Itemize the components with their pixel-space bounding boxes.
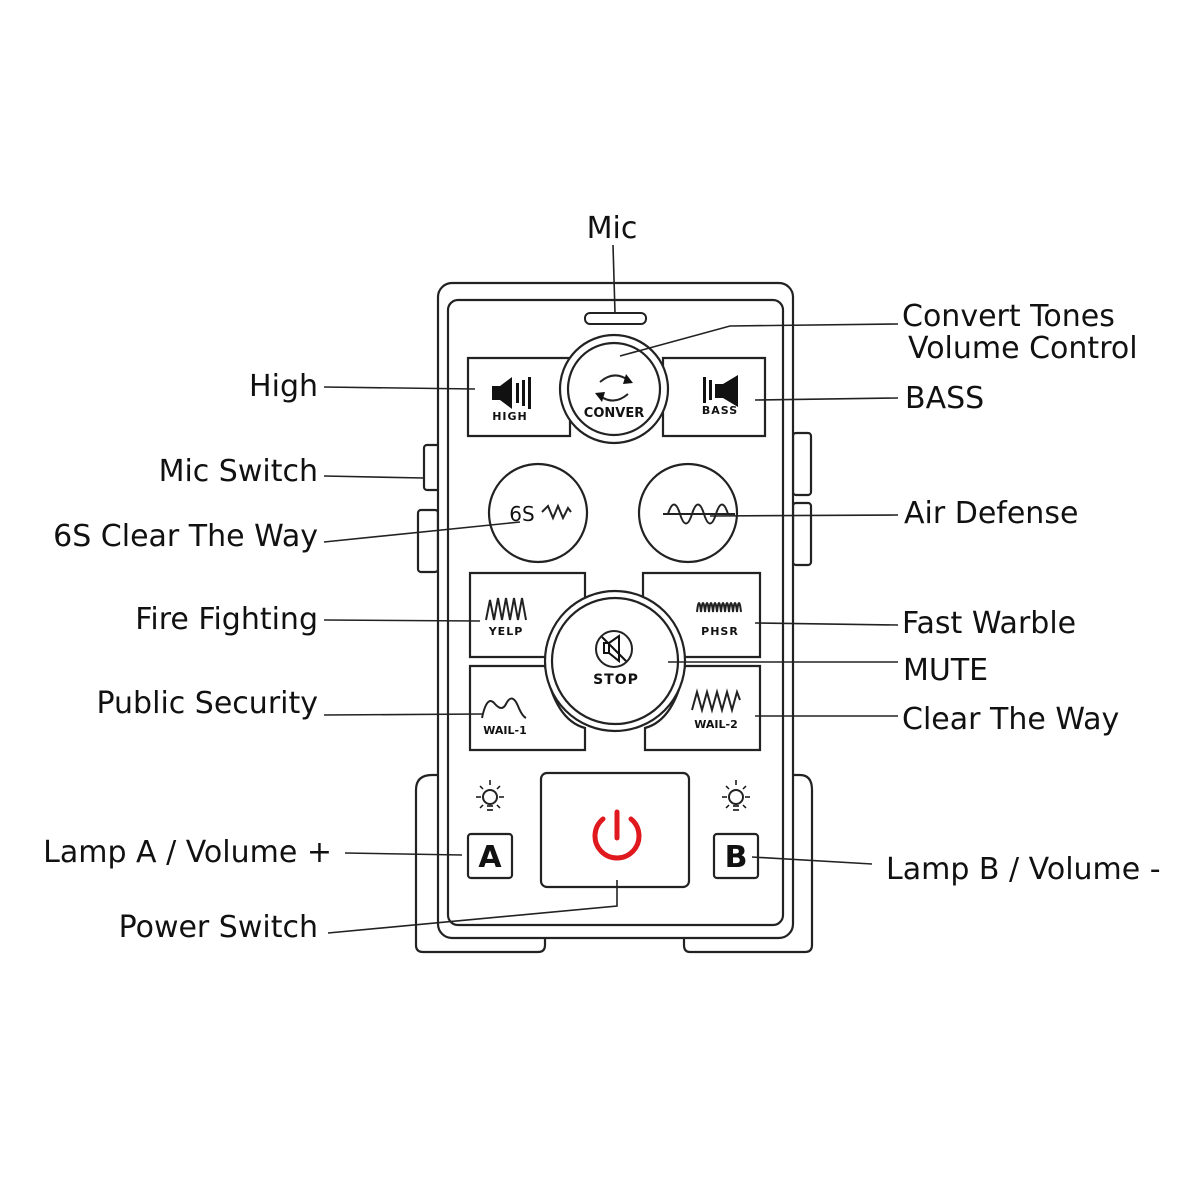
label-fire-fighting: Fire Fighting	[135, 602, 318, 637]
side-button-right-lower[interactable]	[791, 501, 813, 567]
side-button-left-lower[interactable]	[416, 508, 440, 574]
label-bass: BASS	[905, 381, 984, 416]
wail2-button-label: WAIL-2	[694, 718, 737, 731]
stop-button[interactable]: STOP	[543, 589, 687, 733]
mute-speaker-icon	[595, 630, 633, 668]
power-button[interactable]	[539, 771, 691, 889]
leader-lines	[323, 244, 899, 934]
wave-icon	[663, 503, 735, 525]
high-button-label: HIGH	[492, 410, 528, 423]
speaker-icon	[703, 375, 738, 407]
phsr-button-label: PHSR	[701, 625, 739, 638]
wave-icon	[541, 503, 572, 521]
wail1-button[interactable]: WAIL-1	[468, 664, 587, 752]
lamp-a-button-label: A	[478, 840, 502, 875]
yelp-wave-icon	[485, 597, 527, 621]
bass-button[interactable]: BASS	[661, 356, 767, 438]
wail2-wave-icon	[691, 688, 741, 714]
label-public-security: Public Security	[96, 686, 318, 721]
conver-button-label: CONVER	[584, 406, 644, 421]
light-bulb-icon	[476, 780, 504, 811]
mic-slot	[584, 312, 647, 325]
bass-button-label: BASS	[702, 404, 738, 417]
power-icon	[592, 809, 642, 861]
label-mic: Mic	[587, 211, 638, 246]
air-defense-button[interactable]	[637, 462, 739, 564]
lamp-a-button[interactable]: A	[466, 832, 514, 880]
label-fast-warble: Fast Warble	[902, 606, 1076, 641]
label-power-switch: Power Switch	[119, 910, 318, 945]
lamp-b-button[interactable]: B	[712, 832, 760, 880]
yelp-button-label: YELP	[488, 625, 524, 638]
phsr-wave-icon	[696, 602, 742, 613]
label-volume-control: Volume Control	[908, 331, 1138, 366]
lamp-a-group: A	[466, 780, 514, 880]
cycle-arrows-icon	[595, 374, 633, 402]
stop-button-label: STOP	[593, 672, 639, 688]
conver-button[interactable]: CONVER	[558, 333, 670, 445]
light-bulb-icon	[722, 780, 750, 811]
label-air-defense: Air Defense	[904, 496, 1078, 531]
lamp-b-button-label: B	[725, 840, 748, 875]
high-button[interactable]: HIGH	[466, 356, 572, 438]
label-mic-switch: Mic Switch	[159, 454, 318, 489]
wail-wave-icon	[481, 697, 527, 719]
lamp-b-group: B	[712, 780, 760, 880]
callout-labels: Mic Convert Tones Volume Control High BA…	[43, 211, 1160, 945]
label-convert-tones: Convert Tones	[902, 299, 1115, 334]
speaker-icon	[492, 377, 531, 409]
label-lamp-b: Lamp B / Volume -	[886, 852, 1161, 887]
label-lamp-a: Lamp A / Volume +	[43, 835, 332, 870]
label-6s-clear-the-way: 6S Clear The Way	[53, 519, 318, 554]
side-button-right-upper[interactable]	[791, 431, 813, 497]
label-mute: MUTE	[903, 653, 988, 688]
label-high: High	[249, 369, 318, 404]
label-clear-the-way: Clear The Way	[902, 702, 1119, 737]
wail1-button-label: WAIL-1	[483, 724, 526, 737]
six-s-button[interactable]: 6S	[487, 462, 589, 564]
